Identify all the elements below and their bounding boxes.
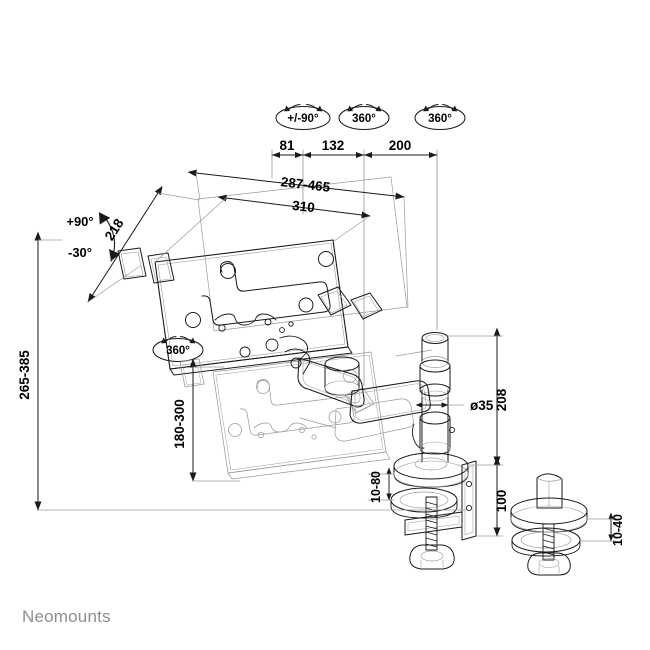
dimension-clamp-thickness-label: 10-80 bbox=[369, 471, 383, 503]
rotation-badge-joint-2 bbox=[414, 103, 466, 130]
rotation-badge-joint-1-label: 360° bbox=[352, 113, 376, 125]
rotation-badge-tray-label: 360° bbox=[166, 345, 190, 357]
articulating-arm bbox=[284, 348, 433, 442]
dimension-81-label: 81 bbox=[279, 138, 295, 153]
grommet-thickness-dimension bbox=[579, 512, 617, 542]
grommet-mount-assembly bbox=[510, 473, 588, 576]
dimension-width-range-label: 287-465 bbox=[280, 174, 331, 195]
desk-clamp-assembly bbox=[390, 452, 477, 570]
tilt-badge-90 bbox=[275, 103, 331, 130]
total-height-dimension bbox=[34, 231, 467, 511]
lower-laptop-tray bbox=[179, 351, 391, 480]
dimension-tray-height-label: 180-300 bbox=[172, 399, 187, 449]
vertical-pole bbox=[411, 332, 456, 463]
dimension-132-label: 132 bbox=[322, 138, 345, 153]
tilt-badge-90-label: +/-90° bbox=[287, 113, 319, 125]
tray-height-dimension bbox=[189, 358, 241, 482]
tray-dimension-lines bbox=[87, 169, 409, 309]
tilt-down-angle-label: -30° bbox=[68, 245, 92, 260]
pole-height-dimension bbox=[447, 327, 504, 537]
rotation-badge-joint-2-label: 360° bbox=[428, 113, 452, 125]
clamp-thickness-dimension bbox=[367, 467, 395, 501]
dimension-grommet-thickness-label: 10-40 bbox=[611, 514, 625, 546]
tilt-angle-indicator bbox=[98, 212, 120, 262]
dimension-width-fixed-label: 310 bbox=[291, 198, 315, 215]
tilt-up-angle-label: +90° bbox=[66, 214, 93, 229]
brand-watermark: Neomounts bbox=[22, 607, 111, 626]
dimension-200-label: 200 bbox=[389, 138, 412, 153]
dimension-total-height-label: 265-385 bbox=[17, 350, 32, 400]
dimension-clamp-zone-label: 100 bbox=[494, 490, 509, 513]
rotation-badge-joint-1 bbox=[338, 103, 390, 130]
dimension-pole-diameter-label: ø35 bbox=[470, 398, 494, 413]
dimension-pole-height-label: 208 bbox=[494, 388, 509, 411]
